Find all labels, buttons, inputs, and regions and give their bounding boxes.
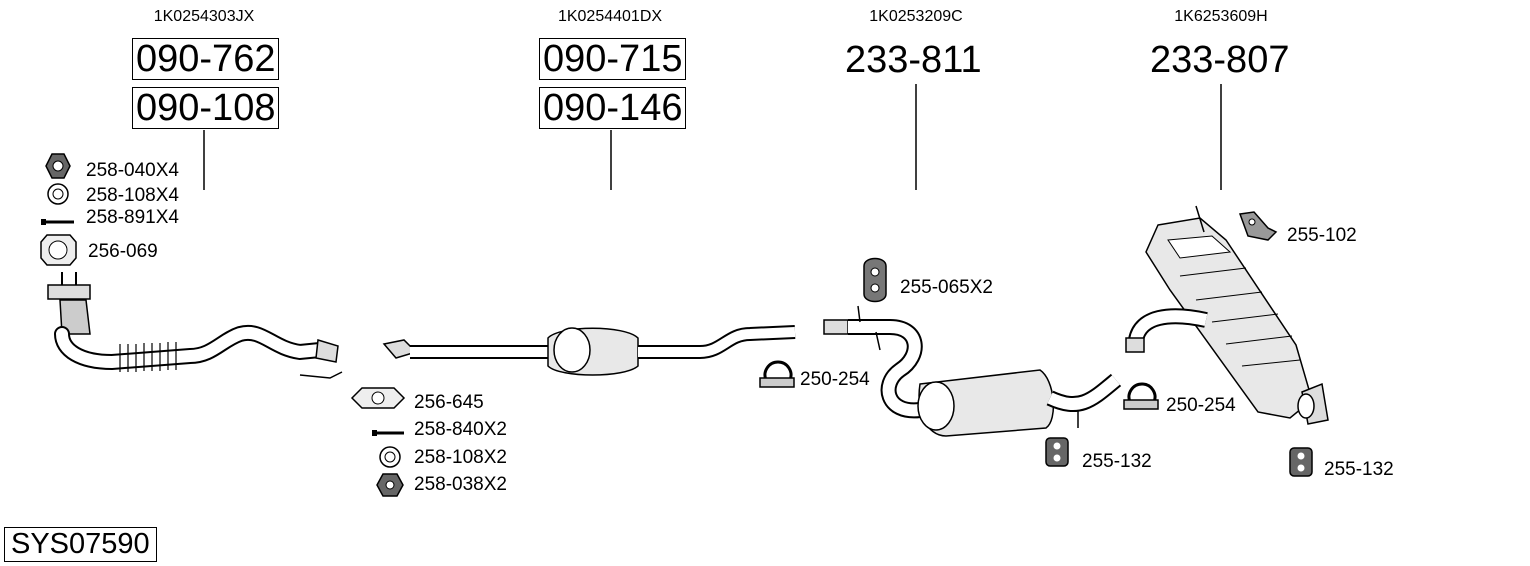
oe-number: 1K0254401DX	[557, 8, 663, 25]
accessory-label[interactable]: 258-891X4	[86, 207, 179, 228]
part-number-box[interactable]: 090-146	[539, 87, 687, 129]
center-muffler	[823, 305, 1122, 437]
accessory-label[interactable]: 250-254	[1166, 395, 1236, 416]
bolt-icon	[41, 219, 74, 225]
part-number-box[interactable]: 090-715	[539, 38, 687, 80]
oe-number: 1K6253609H	[1174, 8, 1268, 25]
front-pipe-catalyst	[47, 272, 343, 379]
intermediate-pipe	[382, 325, 796, 376]
rear-muffler	[1125, 205, 1329, 425]
gasket-icon	[40, 234, 77, 266]
bracket-icon	[1238, 211, 1278, 241]
nut-icon	[45, 153, 71, 179]
accessory-label[interactable]: 255-132	[1082, 451, 1152, 472]
accessory-label[interactable]: 258-040X4	[86, 160, 179, 181]
nut-icon	[376, 473, 404, 497]
part-number-box[interactable]: 090-108	[132, 87, 280, 129]
oe-number: 1K0253209C	[869, 8, 963, 25]
accessory-label[interactable]: 255-132	[1324, 459, 1394, 480]
accessory-label[interactable]: 256-069	[88, 241, 158, 262]
part-number[interactable]: 233-811	[845, 39, 982, 81]
part-number[interactable]: 233-807	[1150, 39, 1290, 81]
accessory-label[interactable]: 256-645	[414, 392, 484, 413]
bolt-icon	[372, 430, 404, 436]
accessory-label[interactable]: 258-108X2	[414, 447, 507, 468]
accessory-label[interactable]: 250-254	[800, 369, 870, 390]
ring-icon	[379, 446, 401, 468]
accessory-label[interactable]: 255-065X2	[900, 277, 993, 298]
hanger-icon	[1289, 447, 1313, 477]
accessory-label[interactable]: 258-108X4	[86, 185, 179, 206]
system-code: SYS07590	[4, 527, 157, 562]
gasket-icon	[350, 387, 406, 409]
hanger-icon	[1045, 437, 1069, 467]
accessory-label[interactable]: 258-038X2	[414, 474, 507, 495]
rubber-mount-icon	[863, 257, 887, 303]
ring-icon	[47, 183, 69, 205]
part-number-box[interactable]: 090-762	[132, 38, 280, 80]
accessory-label[interactable]: 255-102	[1287, 225, 1357, 246]
accessory-label[interactable]: 258-840X2	[414, 419, 507, 440]
clamp-icon	[759, 360, 795, 388]
clamp-icon	[1123, 382, 1159, 410]
oe-number: 1K0254303JX	[153, 8, 255, 25]
